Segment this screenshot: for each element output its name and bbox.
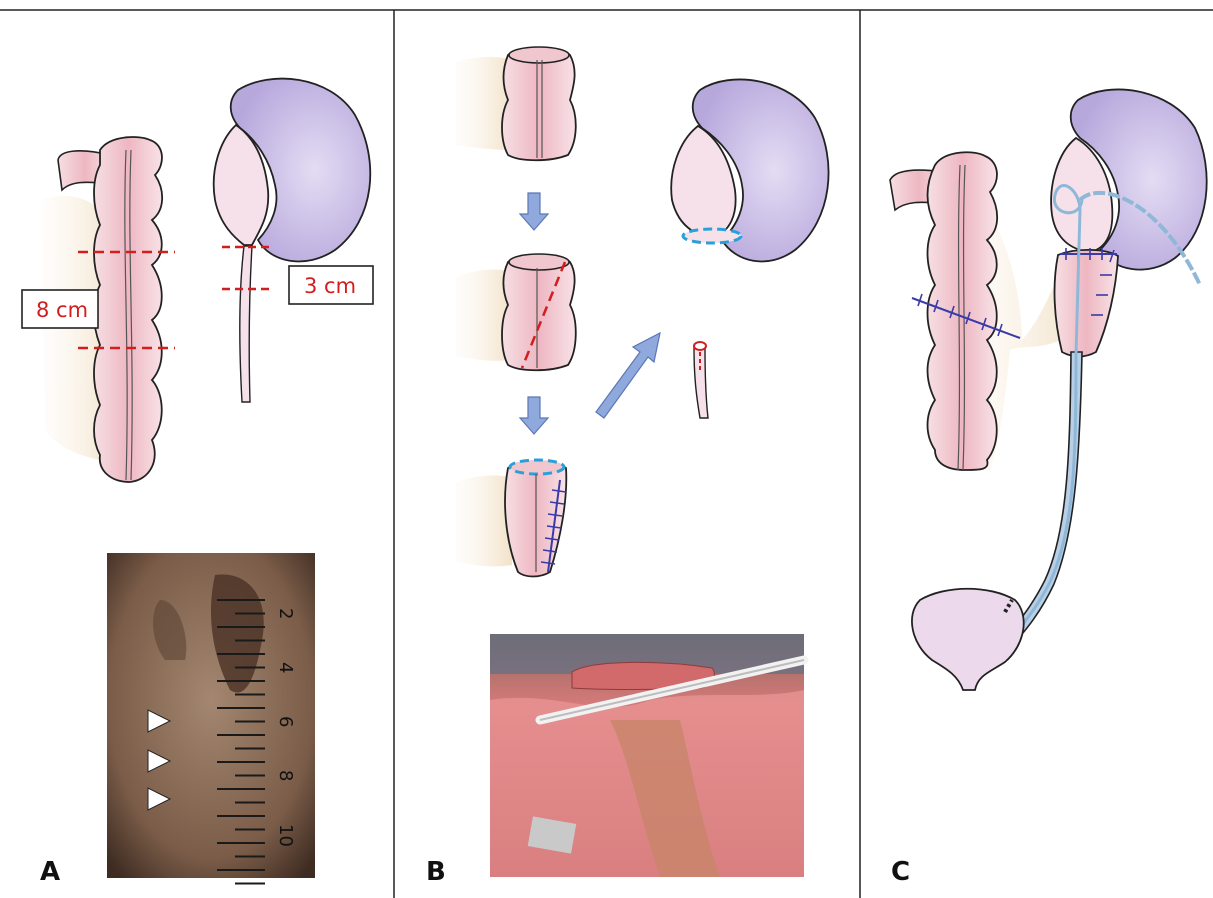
pelvis-opening bbox=[683, 229, 741, 243]
colon-segment-step-2 bbox=[456, 254, 576, 370]
panel-a: 8 cm 3 cm 2 4 6 8 10 A bbox=[22, 79, 373, 887]
ruler-tick-label: 6 bbox=[275, 716, 296, 727]
panel-c-letter: C bbox=[891, 857, 910, 887]
down-arrow-1 bbox=[520, 193, 548, 230]
ruler-tick-label: 2 bbox=[275, 608, 296, 619]
ureter-length-label: 3 cm bbox=[304, 274, 356, 298]
ruler-tick-label: 10 bbox=[275, 824, 296, 847]
colon-segment-step-3 bbox=[456, 460, 566, 577]
intraoperative-photo bbox=[490, 634, 804, 877]
panel-b: B bbox=[426, 47, 829, 887]
colon bbox=[928, 152, 998, 470]
bladder bbox=[912, 589, 1024, 690]
xray-image: 2 4 6 8 10 bbox=[107, 553, 315, 884]
diagonal-arrow bbox=[596, 333, 660, 418]
panel-c: C bbox=[890, 89, 1207, 887]
down-arrow-2 bbox=[520, 397, 548, 434]
colon-segment-step-1 bbox=[456, 47, 576, 160]
panel-b-letter: B bbox=[426, 857, 446, 887]
ruler-tick-label: 8 bbox=[275, 770, 296, 781]
ureter-stump bbox=[694, 348, 708, 418]
colon-length-label: 8 cm bbox=[36, 298, 88, 322]
ruler-tick-label: 4 bbox=[275, 662, 296, 673]
colon-ureter-segment bbox=[1055, 250, 1118, 357]
panel-a-letter: A bbox=[40, 857, 60, 887]
ureter bbox=[240, 246, 252, 402]
colon bbox=[94, 137, 162, 482]
